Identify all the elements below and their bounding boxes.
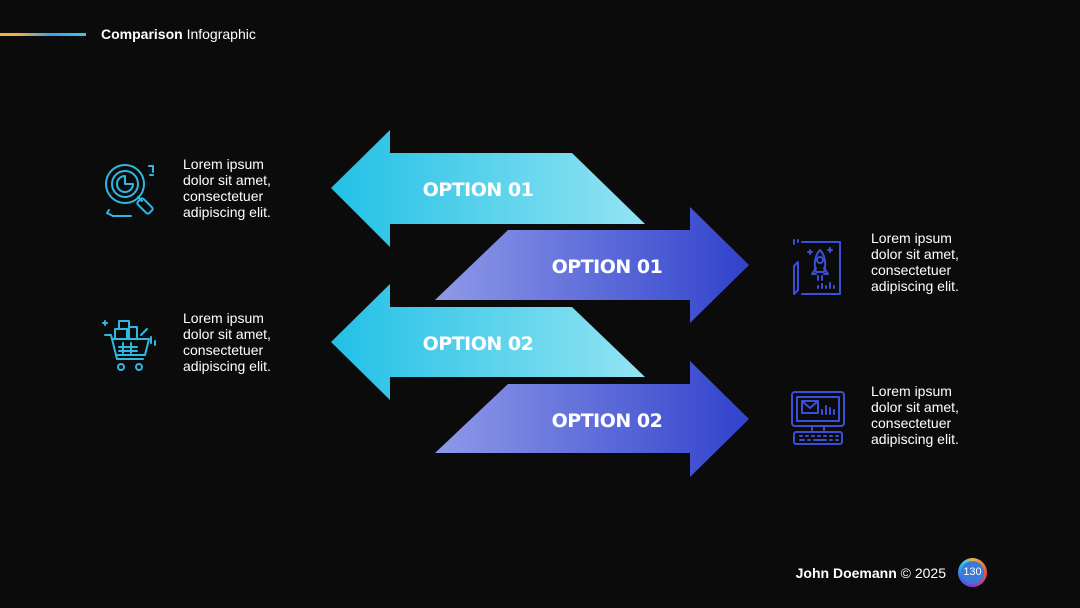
header-accent-line xyxy=(0,33,86,36)
description-line: adipiscing elit. xyxy=(183,358,271,374)
arrow-option-01-right: OPTION 01 xyxy=(435,207,749,323)
page-title-light: Infographic xyxy=(186,26,256,42)
description-line: dolor sit amet, xyxy=(183,326,271,342)
analytics-magnifier-icon xyxy=(105,164,154,217)
arrow-shape xyxy=(435,207,749,323)
description-line: adipiscing elit. xyxy=(871,278,959,294)
page-title-bold: Comparison xyxy=(101,26,183,42)
footer-credit: John Doemann © 2025 xyxy=(796,564,946,582)
description-left-2: Lorem ipsum dolor sit amet, consectetuer… xyxy=(183,310,313,374)
description-line: adipiscing elit. xyxy=(183,204,271,220)
description-right-2: Lorem ipsum dolor sit amet, consectetuer… xyxy=(871,383,1001,447)
description-line: consectetuer xyxy=(871,415,952,431)
shopping-cart-icon xyxy=(102,320,156,371)
description-left-1: Lorem ipsum dolor sit amet, consectetuer… xyxy=(183,156,313,220)
arrow-shape xyxy=(331,284,645,400)
description-line: consectetuer xyxy=(183,342,264,358)
rocket-document-icon xyxy=(793,239,841,295)
arrow-label: OPTION 01 xyxy=(423,179,534,201)
page-number: 130 xyxy=(961,561,984,584)
arrow-label: OPTION 01 xyxy=(552,256,663,278)
footer-author: John Doemann xyxy=(795,565,897,581)
description-line: adipiscing elit. xyxy=(871,431,959,447)
description-right-1: Lorem ipsum dolor sit amet, consectetuer… xyxy=(871,230,1001,294)
page-number-badge: 130 xyxy=(958,558,987,587)
page-title: Comparison Infographic xyxy=(101,25,256,43)
description-line: dolor sit amet, xyxy=(871,399,959,415)
description-line: consectetuer xyxy=(183,188,264,204)
arrow-label: OPTION 02 xyxy=(423,333,534,355)
computer-mail-icon xyxy=(791,391,845,445)
description-line: Lorem ipsum xyxy=(871,383,952,399)
description-line: Lorem ipsum xyxy=(183,156,264,172)
arrow-option-02-right: OPTION 02 xyxy=(435,361,749,477)
arrow-option-02-left: OPTION 02 xyxy=(331,284,645,400)
description-line: consectetuer xyxy=(871,262,952,278)
description-line: Lorem ipsum xyxy=(871,230,952,246)
description-line: dolor sit amet, xyxy=(183,172,271,188)
arrow-option-01-left: OPTION 01 xyxy=(331,130,645,247)
footer-copyright: © 2025 xyxy=(900,565,946,581)
arrow-shape xyxy=(331,130,645,247)
description-line: Lorem ipsum xyxy=(183,310,264,326)
description-line: dolor sit amet, xyxy=(871,246,959,262)
arrow-label: OPTION 02 xyxy=(552,410,663,432)
arrow-shape xyxy=(435,361,749,477)
